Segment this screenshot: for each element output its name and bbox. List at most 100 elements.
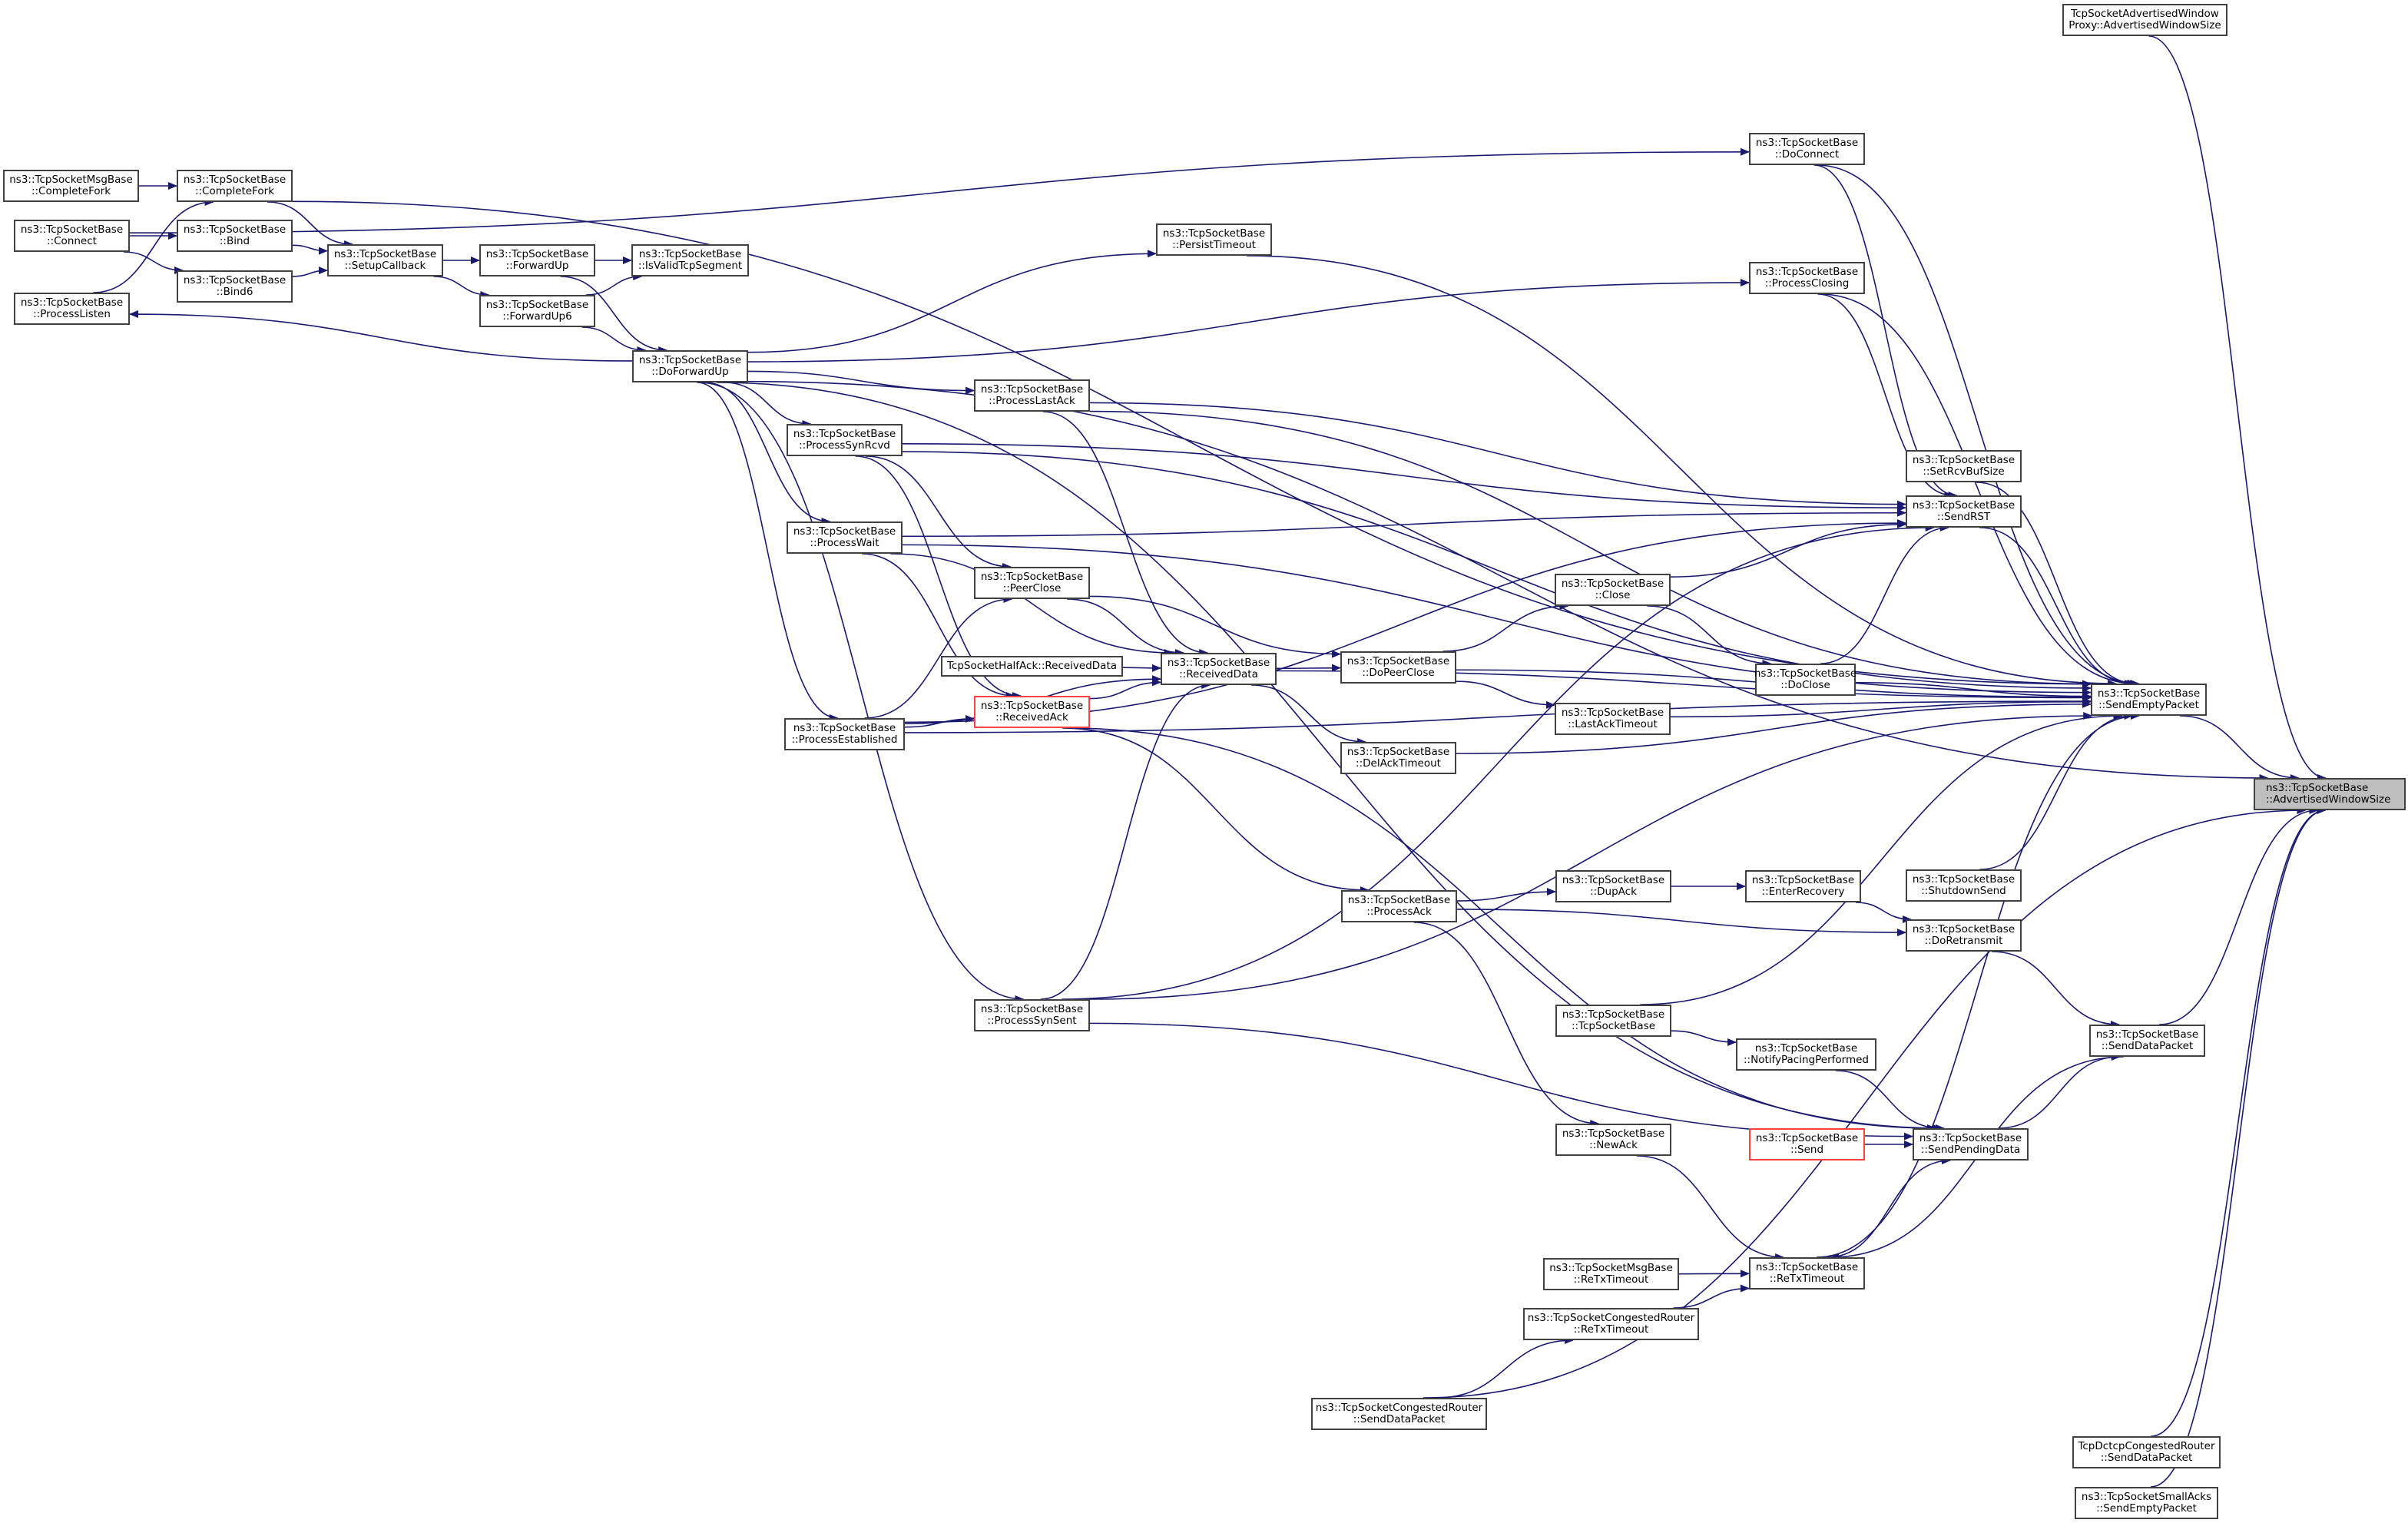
node-label-line1: ns3::TcpSocketBase: [1162, 227, 1266, 240]
edge-DoConnect-to-SendRST: [1813, 164, 1958, 499]
node-label-line1: ns3::TcpSocketBase: [1754, 667, 1857, 680]
node-label-line2: ::NewAck: [1589, 1139, 1638, 1151]
node-sendemptypacket[interactable]: ns3::TcpSocketBase::SendEmptyPacket: [2091, 684, 2207, 716]
edge-CongSendDataPacket-to-CongReTxTimeout: [1437, 1336, 1574, 1399]
node-label-line2: ::DoForwardUp: [651, 366, 729, 378]
node-connect[interactable]: ns3::TcpSocketBase::Connect: [14, 220, 130, 252]
node-shutdownsend[interactable]: ns3::TcpSocketBase::ShutdownSend: [1906, 869, 2022, 902]
node-label-line2: ::ShutdownSend: [1921, 885, 2006, 897]
node-doclose[interactable]: ns3::TcpSocketBase::DoClose: [1754, 664, 1857, 696]
node-label-line2: ::DupAck: [1590, 886, 1637, 898]
node-label-line1: ns3::TcpSocketBase: [1561, 578, 1664, 590]
node-receiveddata[interactable]: ns3::TcpSocketBase::ReceivedData: [1161, 653, 1277, 685]
node-enterrecovery[interactable]: ns3::TcpSocketBase::EnterRecovery: [1745, 870, 1861, 902]
edge-CompleteFork-to-SendEmptyPacket: [292, 200, 2092, 688]
node-senddatapacket[interactable]: ns3::TcpSocketBase::SendDataPacket: [2089, 1025, 2205, 1057]
node-tcpsocketbase-constructor[interactable]: ns3::TcpSocketBase::TcpSocketBase: [1555, 1005, 1671, 1037]
node-isvalidtcpsegment[interactable]: ns3::TcpSocketBase::IsValidTcpSegment: [631, 244, 749, 276]
node-processwait[interactable]: ns3::TcpSocketBase::ProcessWait: [787, 521, 903, 554]
edge-SetupCallback-to-ForwardUp6: [433, 276, 490, 299]
node-processsynsent[interactable]: ns3::TcpSocketBase::ProcessSynSent: [974, 999, 1090, 1031]
node-doforwardup[interactable]: ns3::TcpSocketBase::DoForwardUp: [632, 350, 748, 382]
node-label-line2: ::ReceivedData: [1179, 668, 1258, 680]
node-label-line2: ::PeerClose: [1002, 582, 1062, 594]
node-processack[interactable]: ns3::TcpSocketBase::ProcessAck: [1341, 890, 1457, 922]
node-completefork[interactable]: ns3::TcpSocketBase::CompleteFork: [177, 170, 293, 202]
node-receivedack[interactable]: ns3::TcpSocketBase::ReceivedAck: [974, 696, 1090, 728]
node-label-line1: ns3::TcpSocketBase: [20, 223, 124, 236]
node-dctcp-senddatapacket[interactable]: TcpDctcpCongestedRouter::SendDataPacket: [2072, 1436, 2221, 1468]
node-persisttimeout[interactable]: ns3::TcpSocketBase::PersistTimeout: [1156, 223, 1272, 256]
node-label-line1: ns3::TcpSocketBase: [2266, 782, 2369, 794]
node-smallacks-sendemptypacket[interactable]: ns3::TcpSocketSmallAcks::SendEmptyPacket: [2075, 1487, 2218, 1519]
node-retxtimeout[interactable]: ns3::TcpSocketBase::ReTxTimeout: [1749, 1257, 1865, 1290]
node-label-line1: ns3::TcpSocketBase: [980, 1003, 1084, 1015]
node-label-line1: ns3::TcpSocketBase: [1346, 655, 1450, 667]
node-label-line2: ::Bind6: [216, 286, 253, 298]
node-label-line2: ::ProcessLastAck: [989, 395, 1075, 407]
edge-ProcessLastAck-to-ReceivedData: [1042, 411, 1209, 657]
edge-ProcessWait-to-ReceivedData: [890, 553, 1174, 657]
node-processclosing[interactable]: ns3::TcpSocketBase::ProcessClosing: [1749, 262, 1865, 294]
node-setrcvbufsize[interactable]: ns3::TcpSocketBase::SetRcvBufSize: [1906, 450, 2022, 482]
edge-LastAckTimeout-to-SendEmptyPacket: [1670, 697, 2092, 718]
node-send[interactable]: ns3::TcpSocketBase::Send: [1749, 1128, 1865, 1160]
edge-ProxyAdvertisedWindowSize-to-AdvertisedWindowSize: [2148, 35, 2327, 782]
node-processlastack[interactable]: ns3::TcpSocketBase::ProcessLastAck: [974, 379, 1090, 412]
node-label-line2: ::Send: [1790, 1144, 1824, 1156]
node-lastacktimeout[interactable]: ns3::TcpSocketBase::LastAckTimeout: [1555, 703, 1671, 735]
node-label-line1: ns3::TcpSocketMsgBase: [1549, 1262, 1673, 1274]
node-congestedrouter-senddatapacket[interactable]: ns3::TcpSocketCongestedRouter::SendDataP…: [1311, 1398, 1487, 1430]
node-processlisten[interactable]: ns3::TcpSocketBase::ProcessListen: [14, 293, 130, 325]
edge-Connect-to-DoConnect: [129, 147, 1750, 234]
edge-PeerClose-to-DoPeerClose: [1089, 595, 1341, 658]
edge-ProcessEstablished-to-PeerClose: [864, 595, 1013, 719]
edge-ProcessSynRcvd-to-SendRST: [902, 443, 1906, 512]
node-dupack[interactable]: ns3::TcpSocketBase::DupAck: [1555, 870, 1671, 902]
node-label-line2: ::Connect: [47, 235, 97, 247]
node-dopeerclose[interactable]: ns3::TcpSocketBase::DoPeerClose: [1340, 651, 1456, 684]
edge-ProcessSynSent-to-SendEmptyPacket: [1088, 712, 2093, 1000]
node-sendrst[interactable]: ns3::TcpSocketBase::SendRST: [1906, 495, 2022, 528]
node-tcpsocketmsgbase-retxtimeout[interactable]: ns3::TcpSocketMsgBase::ReTxTimeout: [1543, 1258, 1679, 1290]
node-doconnect[interactable]: ns3::TcpSocketBase::DoConnect: [1749, 133, 1865, 165]
node-sendpendingdata[interactable]: ns3::TcpSocketBase::SendPendingData: [1913, 1128, 2029, 1160]
node-forwardup[interactable]: ns3::TcpSocketBase::ForwardUp: [479, 244, 595, 276]
node-peerclose[interactable]: ns3::TcpSocketBase::PeerClose: [974, 567, 1090, 599]
node-label-line2: ::ForwardUp: [505, 260, 569, 272]
node-bind6[interactable]: ns3::TcpSocketBase::Bind6: [177, 270, 293, 303]
node-label-line2: ::IsValidTcpSegment: [638, 260, 743, 272]
edge-DoConnect-to-SendEmptyPacket: [1817, 164, 2140, 687]
node-label-line1: ns3::TcpSocketBase: [793, 525, 896, 538]
node-label-line1: ns3::TcpSocketBase: [1912, 923, 2015, 935]
node-doretransmit[interactable]: ns3::TcpSocketBase::DoRetransmit: [1906, 919, 2022, 952]
node-processestablished[interactable]: ns3::TcpSocketBase::ProcessEstablished: [784, 718, 905, 750]
edge-ReTxTimeout-to-SendEmptyPacket: [1817, 712, 2140, 1258]
node-forwardup6[interactable]: ns3::TcpSocketBase::ForwardUp6: [479, 295, 595, 327]
node-label-line1: ns3::TcpSocketBase: [1919, 1132, 2022, 1144]
node-label-line2: ::ProcessClosing: [1764, 277, 1850, 290]
node-label-line2: ::CompleteFork: [194, 185, 275, 197]
node-processsynrcvd[interactable]: ns3::TcpSocketBase::ProcessSynRcvd: [787, 424, 903, 456]
node-tcpsocketmsgbase-completefork[interactable]: ns3::TcpSocketMsgBase::CompleteFork: [3, 170, 139, 202]
node-delacktimeout[interactable]: ns3::TcpSocketBase::DelAckTimeout: [1340, 742, 1456, 774]
node-label-line2: ::SendDataPacket: [2100, 1452, 2193, 1464]
node-congestedrouter-retxtimeout[interactable]: ns3::TcpSocketCongestedRouter::ReTxTimeo…: [1523, 1308, 1699, 1340]
node-advertisedwindowsize-focus[interactable]: ns3::TcpSocketBase::AdvertisedWindowSize: [2254, 778, 2406, 810]
node-label-line1: ns3::TcpSocketBase: [2095, 1028, 2199, 1041]
edge-ProcessAck-to-DoRetransmit: [1456, 909, 1906, 937]
node-notifypacingperformed[interactable]: ns3::TcpSocketBase::NotifyPacingPerforme…: [1736, 1038, 1876, 1071]
node-bind[interactable]: ns3::TcpSocketBase::Bind: [177, 220, 293, 252]
node-label-line2: ::AdvertisedWindowSize: [2266, 793, 2391, 806]
node-close[interactable]: ns3::TcpSocketBase::Close: [1555, 574, 1671, 606]
edge-DoPeerClose-to-Close: [1442, 602, 1569, 652]
node-newack[interactable]: ns3::TcpSocketBase::NewAck: [1555, 1124, 1671, 1156]
node-setupcallback[interactable]: ns3::TcpSocketBase::SetupCallback: [327, 244, 443, 276]
node-label-line1: ns3::TcpSocketCongestedRouter: [1527, 1312, 1695, 1324]
edge-TcpSocketBaseCtor-to-NotifyPacingPerformed: [1671, 1030, 1737, 1046]
node-label-line1: ns3::TcpSocketBase: [2097, 687, 2201, 700]
edge-ProcessWait-to-ReceivedAck: [862, 553, 1015, 700]
edge-Bind-to-SetupCallback: [292, 244, 328, 255]
node-halfack-receiveddata[interactable]: TcpSocketHalfAck::ReceivedData: [941, 656, 1123, 677]
